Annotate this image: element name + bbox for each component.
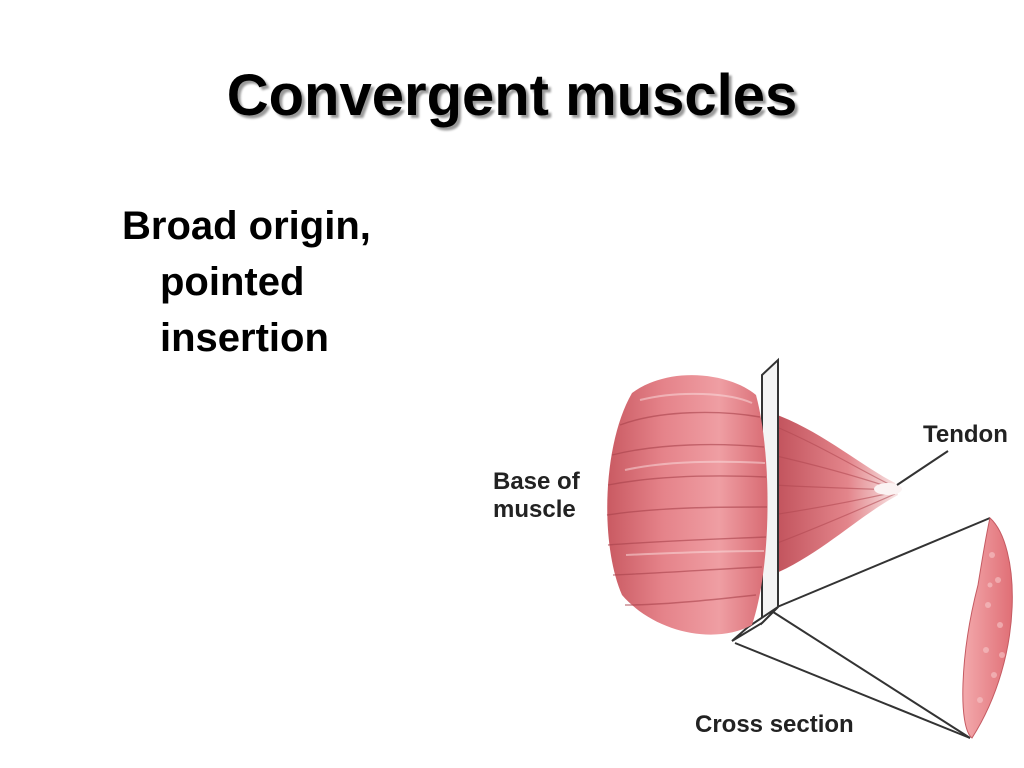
cross-section-slice (962, 517, 1013, 739)
tendon-tip (874, 483, 902, 495)
muscle-base (607, 375, 768, 635)
bullet-line-1: Broad origin, (122, 204, 371, 248)
base-fibers (606, 411, 768, 606)
tendon-pointer (896, 450, 949, 486)
label-tendon: Tendon (923, 421, 1008, 448)
bullet-text: Broad origin, pointed insertion (122, 198, 452, 366)
bullet-line-3: insertion (160, 316, 329, 360)
slide-title: Convergent muscles (226, 63, 798, 128)
muscle-illustration: Tendon Base of muscle Cross section (493, 357, 1013, 739)
bullet-line-2: pointed (160, 260, 305, 304)
label-muscle: muscle (493, 496, 576, 523)
fan-fibers (771, 424, 896, 546)
projection-lines (734, 517, 991, 739)
label-base-of: Base of (493, 468, 581, 495)
cutting-plane-base (731, 606, 779, 642)
convergent-muscle-diagram: Tendon Base of muscle Cross section (480, 355, 1024, 765)
muscle-fan (772, 413, 898, 575)
label-cross-section: Cross section (695, 711, 854, 738)
